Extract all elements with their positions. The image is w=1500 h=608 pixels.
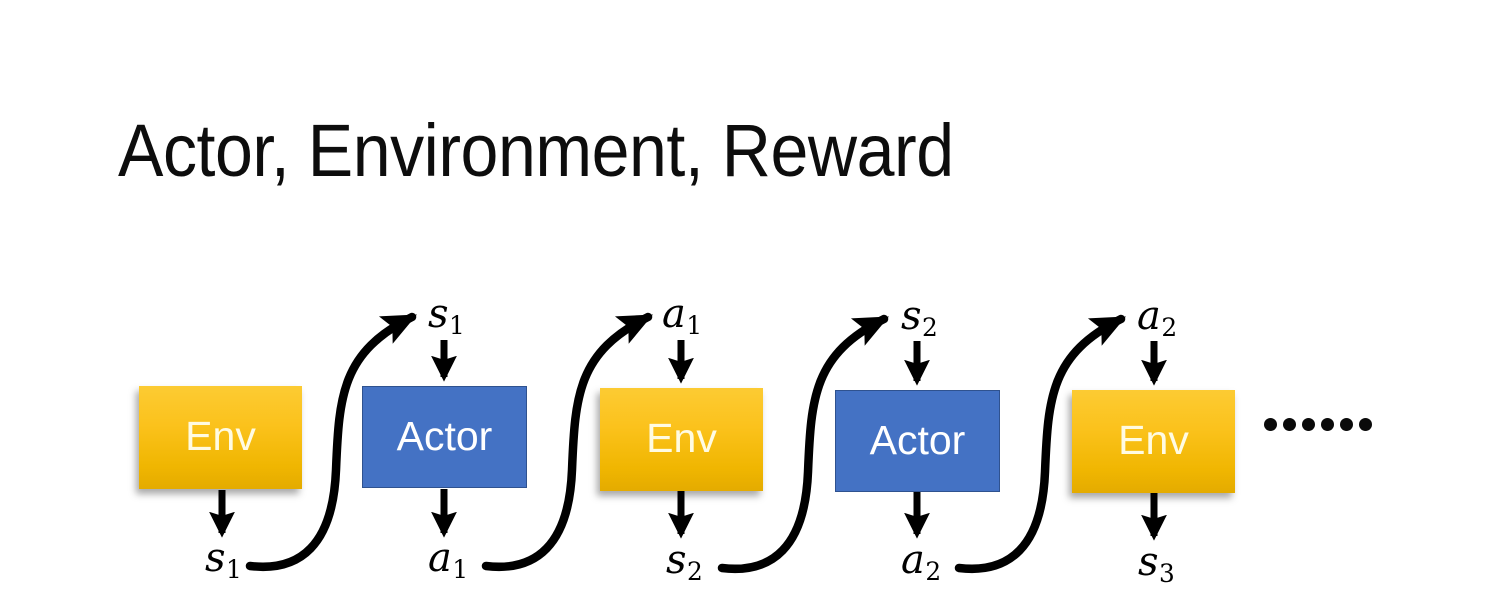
ellipsis-dot [1302, 418, 1315, 431]
subscript: 3 [1159, 559, 1175, 589]
math-label-top-s2: s2 [901, 296, 938, 341]
math-label-bottom-s3: s3 [1138, 542, 1175, 587]
node-label: Actor [396, 412, 493, 459]
subscript: 1 [686, 311, 703, 341]
math-label-top-a2: a2 [1137, 296, 1177, 341]
math-label-top-a1: a1 [662, 294, 702, 339]
ellipsis-dot [1264, 418, 1277, 431]
symbol: a [428, 535, 452, 581]
node-actor-1[interactable]: Actor [362, 386, 527, 488]
node-label: Actor [869, 416, 966, 463]
page-title: Actor, Environment, Reward [118, 109, 954, 192]
subscript: 1 [449, 311, 465, 341]
node-actor-2[interactable]: Actor [835, 390, 1000, 492]
math-label-bottom-a1: a1 [428, 538, 468, 583]
ellipsis-dot [1359, 418, 1372, 431]
node-label: Env [1118, 417, 1189, 463]
subscript: 2 [687, 557, 703, 587]
node-env-1[interactable]: Env [139, 386, 302, 489]
subscript: 1 [452, 555, 469, 585]
node-label: Env [185, 413, 256, 459]
math-label-top-s1: s1 [428, 294, 465, 339]
symbol: s [901, 293, 922, 339]
ellipsis-dot [1321, 418, 1334, 431]
node-env-2[interactable]: Env [600, 388, 763, 491]
symbol: a [901, 537, 925, 583]
subscript: 2 [925, 557, 942, 587]
ellipsis-dot [1283, 418, 1296, 431]
symbol: s [428, 291, 449, 337]
node-label: Env [646, 415, 717, 461]
subscript: 2 [1161, 313, 1178, 343]
symbol: s [1138, 539, 1159, 585]
symbol: s [205, 535, 226, 581]
node-env-3[interactable]: Env [1072, 390, 1235, 493]
math-label-bottom-s1: s1 [205, 538, 242, 583]
subscript: 1 [226, 555, 242, 585]
math-label-bottom-s2: s2 [666, 540, 703, 585]
math-label-bottom-a2: a2 [901, 540, 941, 585]
symbol: a [1137, 293, 1161, 339]
ellipsis-dot [1340, 418, 1353, 431]
symbol: s [666, 537, 687, 583]
continuation-ellipsis [1264, 418, 1372, 431]
subscript: 2 [922, 313, 938, 343]
symbol: a [662, 291, 686, 337]
